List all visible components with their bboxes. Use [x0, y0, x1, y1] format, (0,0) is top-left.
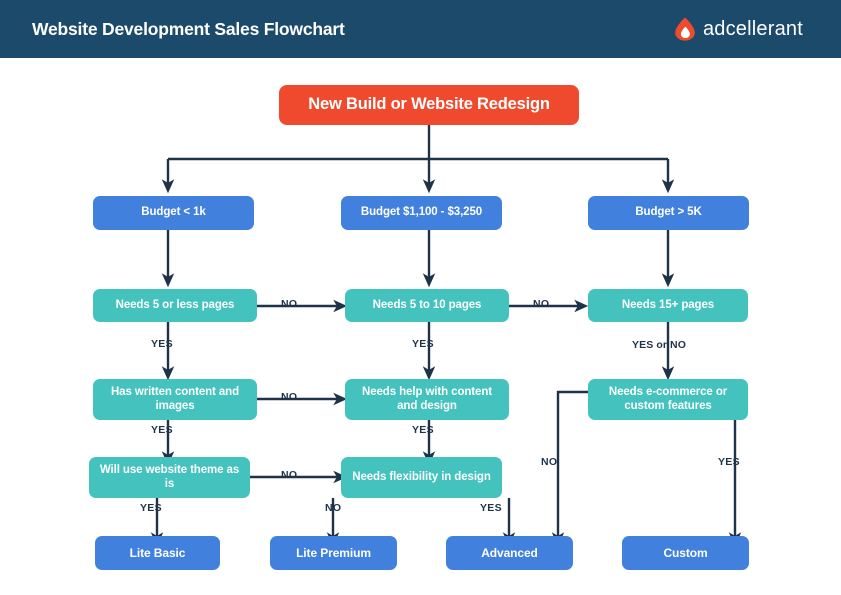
edge-label-theme-low-no: NO: [281, 469, 298, 481]
flowchart-canvas: New Build or Website Redesign Budget < 1…: [0, 58, 841, 595]
brand-name: adcellerant: [702, 17, 803, 40]
node-budget-mid[interactable]: Budget $1,100 - $3,250: [341, 196, 502, 230]
edge-label-pages-low-no: NO: [281, 298, 298, 310]
edge-label-content-low-no: NO: [281, 391, 298, 403]
edge-label-flexibility-no: NO: [325, 502, 342, 514]
node-result-lite-premium[interactable]: Lite Premium: [270, 536, 397, 570]
node-pages-low[interactable]: Needs 5 or less pages: [93, 289, 257, 322]
edge-label-theme-low-yes: YES: [140, 502, 162, 514]
node-result-custom[interactable]: Custom: [622, 536, 749, 570]
node-budget-low[interactable]: Budget < 1k: [93, 196, 254, 230]
edge-label-flexibility-yes: YES: [480, 502, 502, 514]
connector-layer: [150, 125, 742, 547]
node-theme-low[interactable]: Will use website theme as is: [89, 457, 250, 498]
edge-label-content-low-yes: YES: [151, 424, 173, 436]
page-title: Website Development Sales Flowchart: [32, 18, 345, 39]
node-ecommerce[interactable]: Needs e-commerce or custom features: [588, 379, 748, 420]
node-start[interactable]: New Build or Website Redesign: [279, 85, 579, 125]
edge-label-pages-low-yes: YES: [151, 338, 173, 350]
edge-label-pages-high-yes-or-no: YES or NO: [632, 339, 686, 351]
node-result-advanced[interactable]: Advanced: [446, 536, 573, 570]
page-header: Website Development Sales Flowchart adce…: [0, 0, 841, 58]
node-pages-mid[interactable]: Needs 5 to 10 pages: [345, 289, 509, 322]
edge-label-pages-mid-no: NO: [533, 298, 550, 310]
edge-label-ecommerce-no: NO: [541, 456, 558, 468]
edge-label-ecommerce-yes: YES: [718, 456, 740, 468]
node-content-mid[interactable]: Needs help with content and design: [345, 379, 509, 420]
edge-label-pages-mid-yes: YES: [412, 338, 434, 350]
node-content-low[interactable]: Has written content and images: [93, 379, 257, 420]
node-pages-high[interactable]: Needs 15+ pages: [588, 289, 748, 322]
node-flexibility-mid[interactable]: Needs flexibility in design: [341, 457, 502, 498]
edge-label-content-mid-yes: YES: [412, 424, 434, 436]
flame-droplet-icon: [675, 17, 695, 41]
brand-logo: adcellerant: [674, 17, 803, 41]
node-result-lite-basic[interactable]: Lite Basic: [95, 536, 220, 570]
node-budget-high[interactable]: Budget > 5K: [588, 196, 749, 230]
